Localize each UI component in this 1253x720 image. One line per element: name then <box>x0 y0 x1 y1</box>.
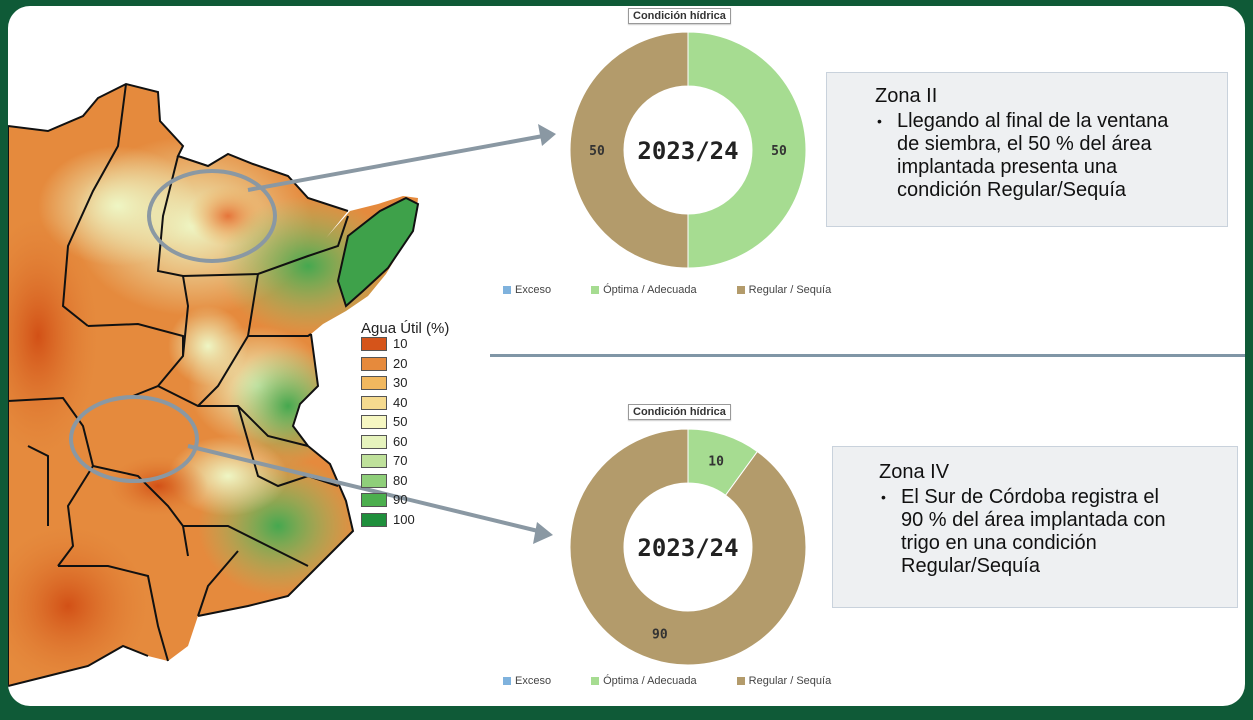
zona-ii-title: Zona II <box>875 85 938 107</box>
zona-ii-line-3: implantada presenta una <box>897 156 1118 178</box>
zona-ii-line-4: condición Regular/Sequía <box>897 179 1127 201</box>
map-legend-item: 80 <box>361 472 408 488</box>
map-legend-swatch <box>361 454 387 468</box>
map-legend-label: 20 <box>393 355 408 371</box>
map-legend-swatch <box>361 434 387 449</box>
donut-2-title: Condición hídrica <box>628 404 731 420</box>
donut-legend-item: Óptima / Adecuada <box>591 284 697 296</box>
donut-legend-swatch <box>591 677 600 685</box>
zona-iv-line-1: El Sur de Córdoba registra el <box>901 486 1159 508</box>
map-legend-label: 100 <box>393 511 415 527</box>
donut-legend-label: Regular / Sequía <box>748 675 832 687</box>
map-legend-swatch <box>361 376 387 390</box>
donut-data-label: 50 <box>589 144 605 159</box>
zona-iv-textbox: Zona IV El Sur de Córdoba registra el 90… <box>832 446 1238 608</box>
zona-iv-title: Zona IV <box>879 461 950 483</box>
map-legend-label: 70 <box>393 453 408 468</box>
donut-legend-label: Exceso <box>515 675 552 687</box>
zona-ii-line-1: Llegando al final de la ventana <box>897 110 1169 132</box>
map-legend-swatch <box>361 395 387 410</box>
zona-iv-line-3: trigo en una condición <box>901 532 1097 554</box>
donut-1-legend: Exceso Óptima / Adecuada Regular / Sequía <box>503 284 871 296</box>
donut-legend-item: Óptima / Adecuada <box>591 675 697 687</box>
map-legend-item: 70 <box>361 454 407 468</box>
map-legend-label: 90 <box>393 492 408 507</box>
map-legend-item: 60 <box>361 433 408 449</box>
zona-iv-bullet: El Sur de Córdoba registra el 90 % del á… <box>881 486 1237 578</box>
donut-legend-swatch <box>591 286 600 294</box>
map-legend-item: 50 <box>361 415 407 429</box>
donut-chart-1: 50 50 2023/24 <box>569 31 807 269</box>
donut-data-label: 50 <box>771 144 787 159</box>
donut-data-label: 90 <box>652 628 668 643</box>
map-legend-swatch <box>361 493 387 507</box>
donut-2-legend: Exceso Óptima / Adecuada Regular / Sequía <box>503 675 871 687</box>
map-legend-swatch <box>361 473 387 488</box>
map-legend-swatch <box>361 512 387 527</box>
map-legend-item: 10 <box>361 337 407 351</box>
zona-ii-line-2: de siembra, el 50 % del área <box>897 133 1152 155</box>
map-legend-label: 80 <box>393 472 408 488</box>
donut-chart-2: 10 90 2023/24 <box>569 428 807 666</box>
zona-ii-bullet: Llegando al final de la ventana de siemb… <box>877 110 1227 202</box>
map-legend-label: 10 <box>393 336 408 351</box>
map-legend-item: 40 <box>361 394 408 410</box>
donut-center-label: 2023/24 <box>637 137 738 165</box>
map-legend-label: 40 <box>393 394 408 410</box>
donut-legend-label: Regular / Sequía <box>748 284 832 296</box>
donut-legend-label: Exceso <box>515 284 552 296</box>
map-legend-item: 30 <box>361 376 407 390</box>
map-legend-label: 60 <box>393 433 408 449</box>
section-divider <box>490 354 1245 357</box>
map-legend-swatch <box>361 337 387 351</box>
donut-legend-item: Regular / Sequía <box>736 675 832 687</box>
map-legend-title: Agua Útil (%) <box>361 320 450 337</box>
donut-legend-swatch <box>503 286 511 294</box>
donut-slice <box>569 31 689 269</box>
donut-legend-item: Exceso <box>503 284 551 296</box>
map-legend-label: 30 <box>393 375 408 390</box>
zona-iv-line-2: 90 % del área implantada con <box>901 509 1166 531</box>
donut-legend-item: Exceso <box>503 675 551 687</box>
map-legend-swatch <box>361 415 387 429</box>
donut-legend-item: Regular / Sequía <box>736 284 832 296</box>
zona-iv-line-4: Regular/Sequía <box>901 555 1040 577</box>
slide: Agua Útil (%) 10 20 30 40 50 60 70 80 90 100 Cond… <box>8 6 1245 706</box>
zona-ii-textbox: Zona II Llegando al final de la ventana … <box>826 72 1228 227</box>
map-legend-label: 50 <box>393 414 408 429</box>
map-legend-item: 20 <box>361 355 408 371</box>
donut-legend-swatch <box>736 286 745 294</box>
map-legend-item: 90 <box>361 493 407 507</box>
donut-legend-swatch <box>503 677 511 685</box>
map-legend-swatch <box>361 356 387 371</box>
donut-legend-label: Óptima / Adecuada <box>603 675 697 687</box>
donut-slice <box>687 31 807 269</box>
donut-data-label: 10 <box>708 454 724 469</box>
donut-legend-swatch <box>736 677 745 685</box>
donut-center-label: 2023/24 <box>637 534 738 562</box>
map-legend-item: 100 <box>361 511 415 527</box>
donut-legend-label: Óptima / Adecuada <box>603 284 697 296</box>
donut-1-title: Condición hídrica <box>628 8 731 24</box>
donut-slice <box>569 428 807 666</box>
agua-util-map <box>8 82 556 687</box>
